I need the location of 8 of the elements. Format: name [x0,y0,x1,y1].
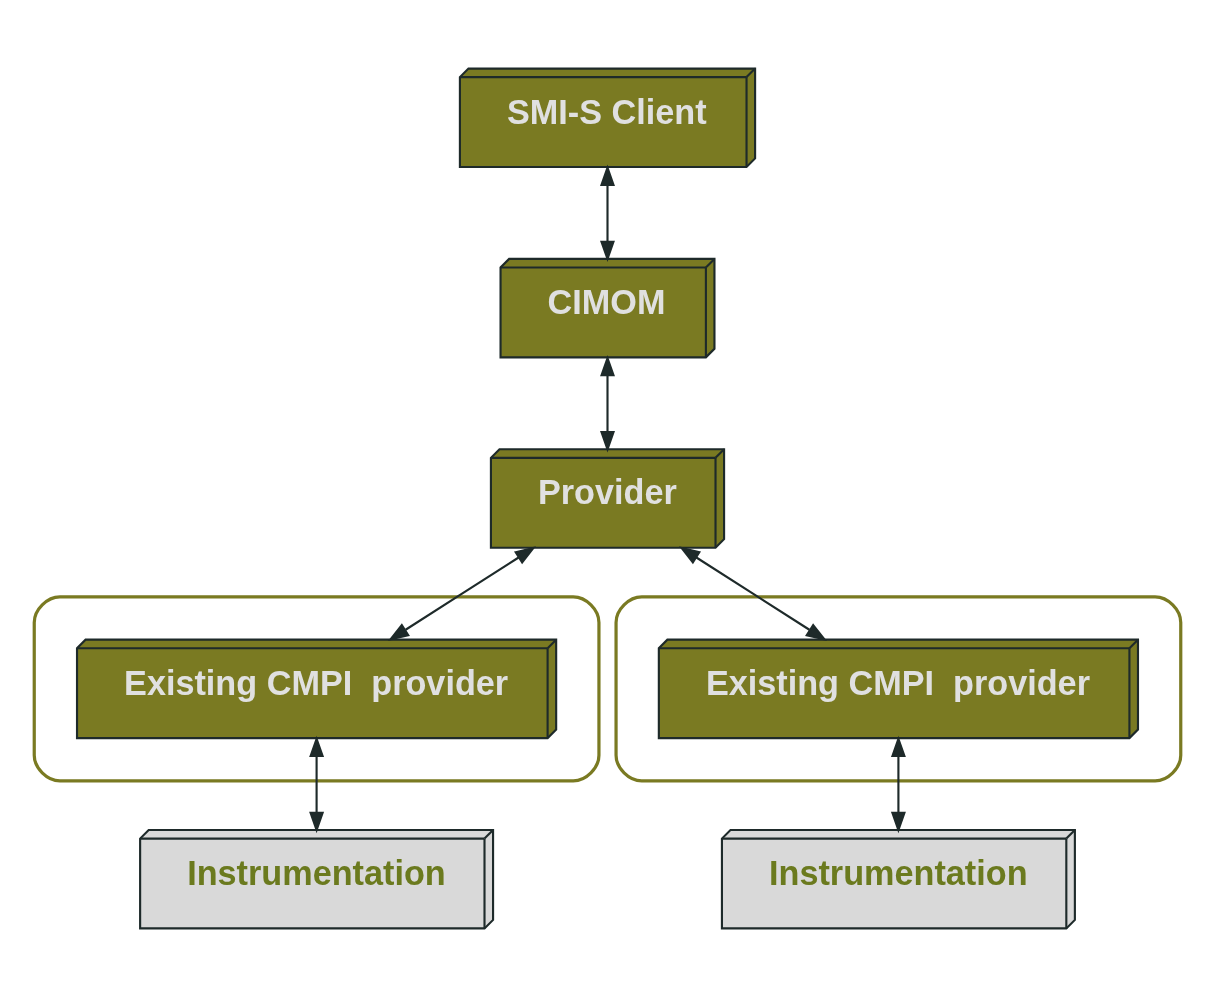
arrow [387,546,537,642]
arrow [890,735,906,834]
arrow [600,354,615,453]
arrow [600,164,615,263]
arrow [678,546,828,642]
cluster [32,595,601,783]
cluster [614,595,1183,783]
arrow [309,735,325,834]
